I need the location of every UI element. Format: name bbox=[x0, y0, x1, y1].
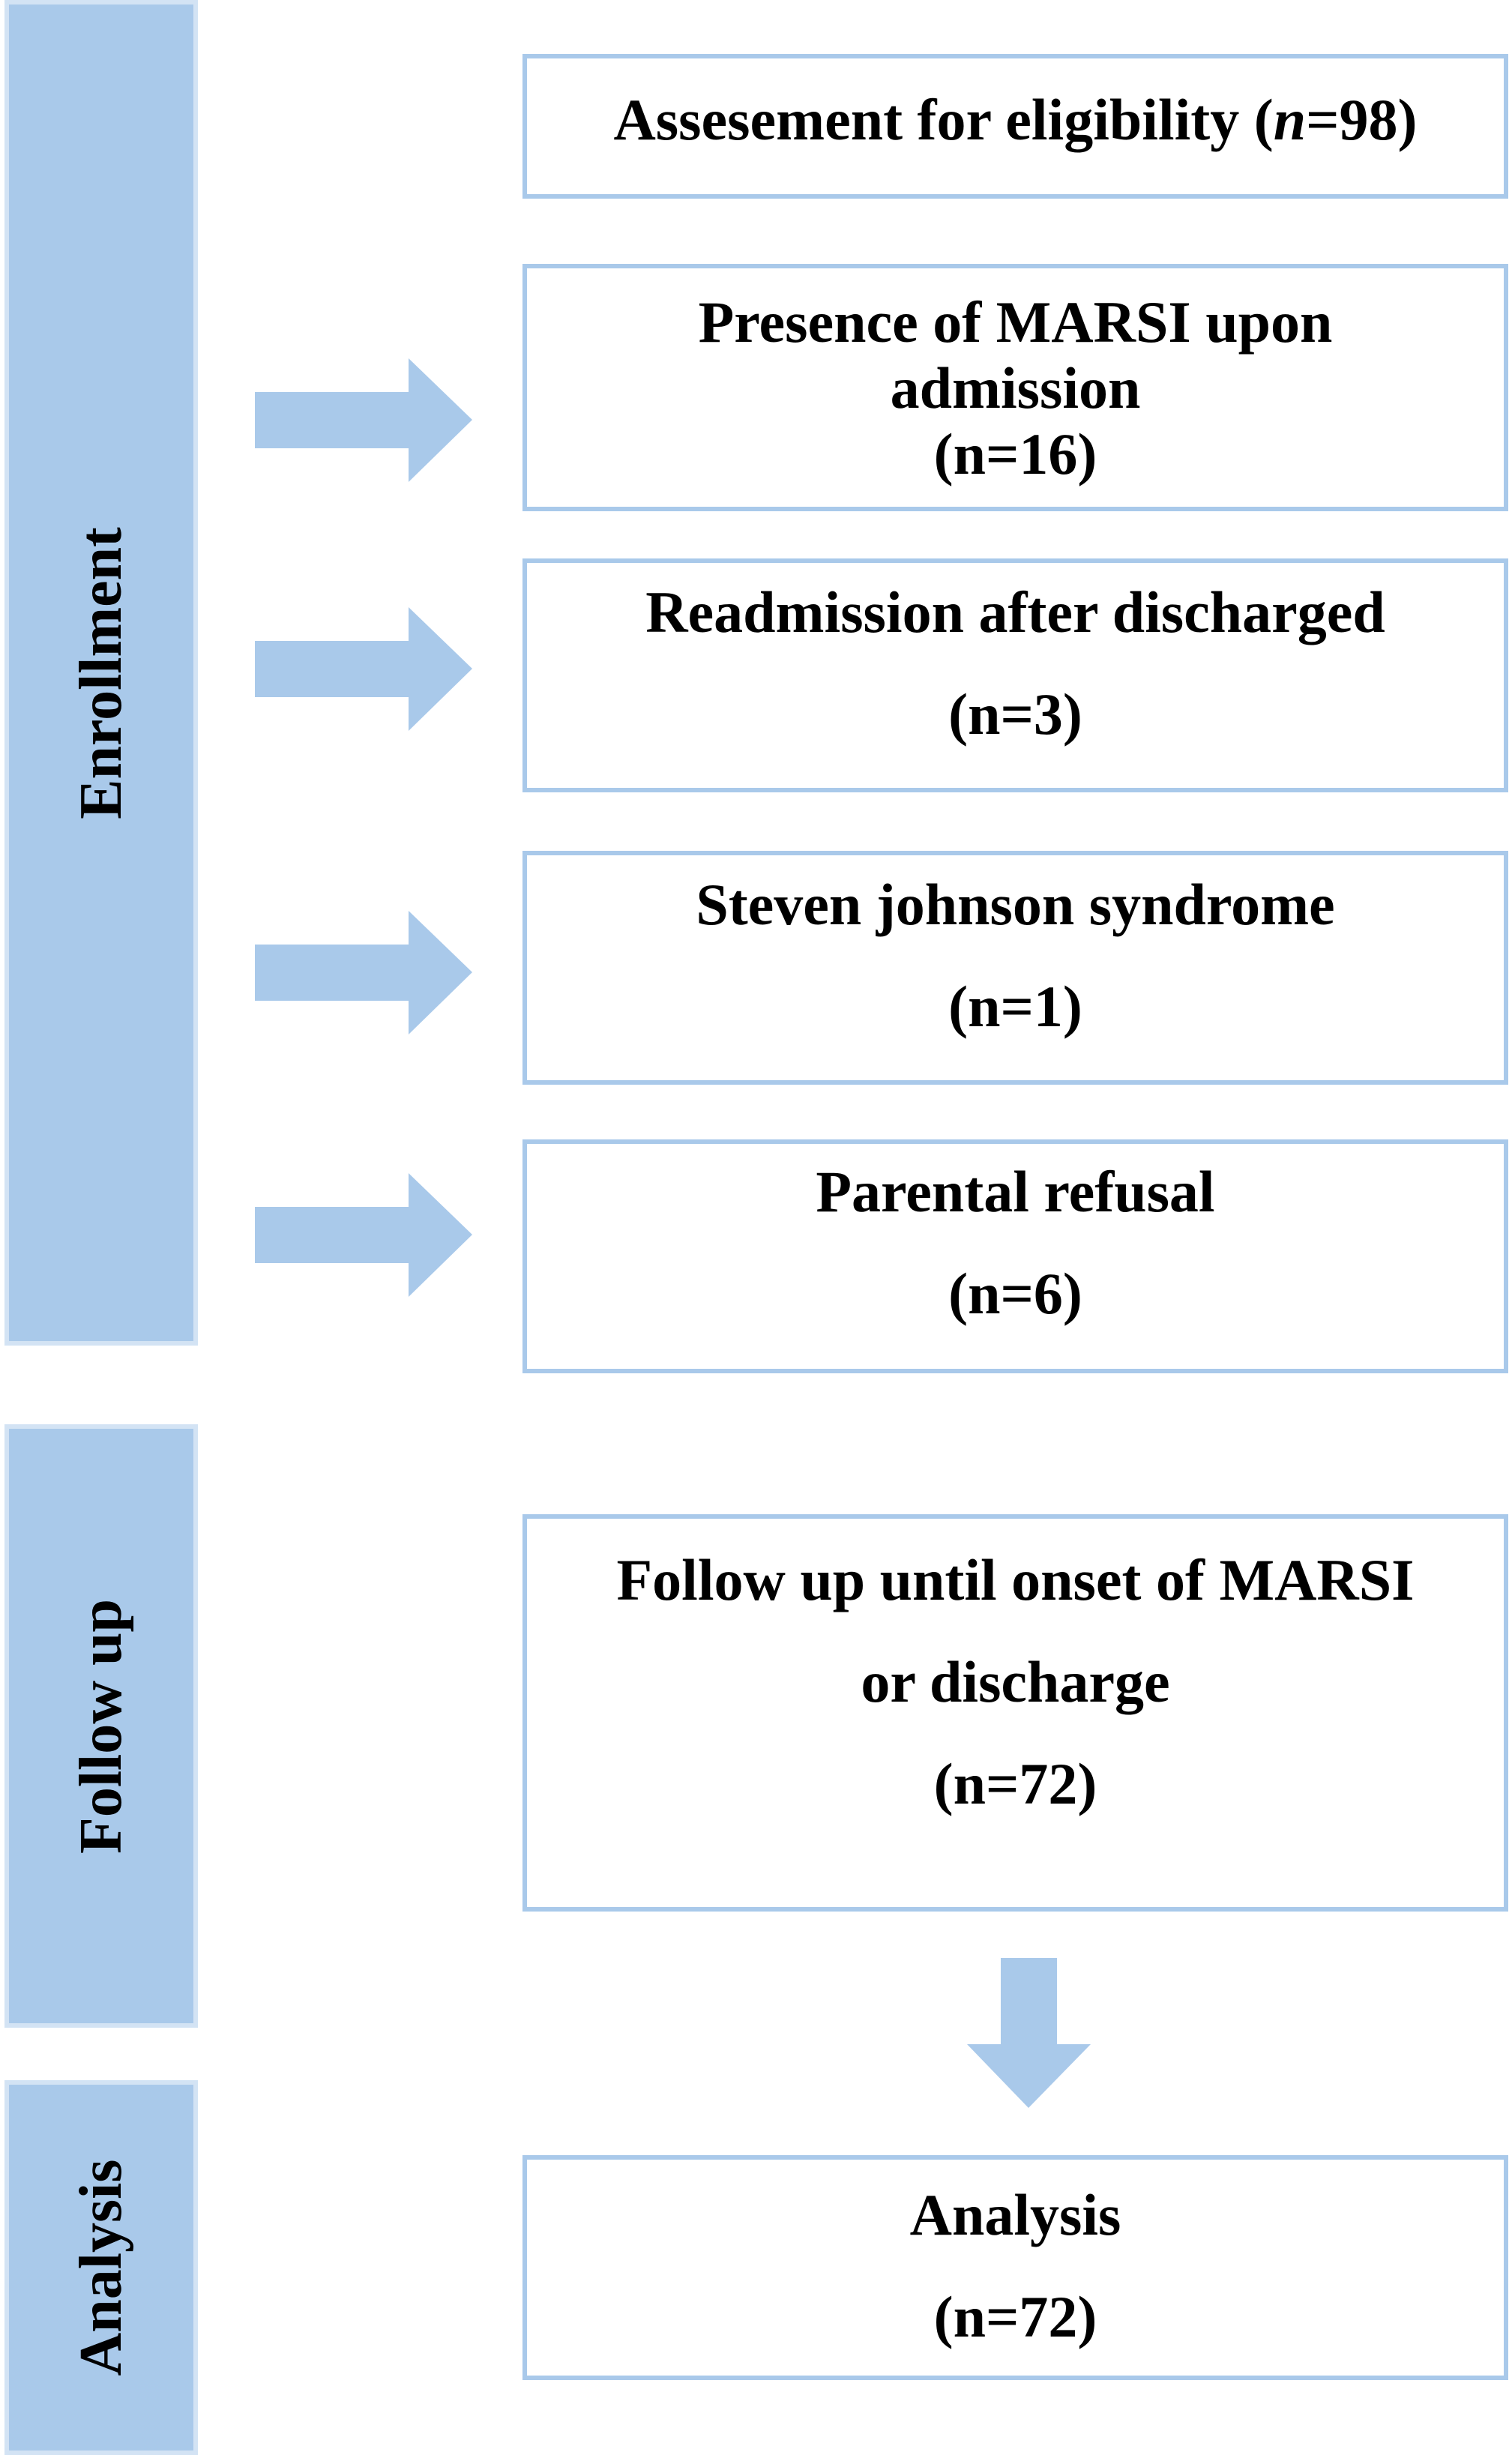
parental-refusal-box: Parental refusal (n=6) bbox=[522, 1139, 1508, 1373]
arrow-right-marsi bbox=[255, 358, 472, 482]
eligibility-box: Assesement for eligibility (n=98) bbox=[522, 54, 1508, 199]
parental-refusal-count: (n=6) bbox=[948, 1261, 1082, 1326]
readmission-line1: Readmission after discharged bbox=[645, 579, 1385, 645]
follow-up-count: (n=72) bbox=[933, 1751, 1097, 1816]
arrow-right-parental-refusal bbox=[255, 1173, 472, 1297]
follow-up-box: Follow up until onset of MARSI or discha… bbox=[522, 1514, 1508, 1912]
phase-analysis: Analysis bbox=[4, 2080, 198, 2455]
parental-refusal-line1: Parental refusal bbox=[816, 1159, 1215, 1224]
marsi-admission-line2: admission bbox=[890, 355, 1141, 421]
analysis-line1: Analysis bbox=[909, 2182, 1121, 2247]
marsi-admission-box: Presence of MARSI upon admission (n=16) bbox=[522, 264, 1508, 511]
phase-analysis-label: Analysis bbox=[68, 2159, 134, 2376]
phase-enrollment: Enrollment bbox=[4, 0, 198, 1346]
analysis-count: (n=72) bbox=[933, 2284, 1097, 2349]
follow-up-line1: Follow up until onset of MARSI bbox=[616, 1547, 1415, 1612]
phase-follow-up-label: Follow up bbox=[68, 1598, 134, 1854]
readmission-box: Readmission after discharged (n=3) bbox=[522, 558, 1508, 792]
arrow-right-readmission bbox=[255, 607, 472, 731]
arrow-right-steven-johnson bbox=[255, 911, 472, 1034]
arrow-down-analysis bbox=[967, 1958, 1091, 2108]
steven-johnson-line1: Steven johnson syndrome bbox=[696, 872, 1335, 937]
steven-johnson-box: Steven johnson syndrome (n=1) bbox=[522, 851, 1508, 1085]
marsi-admission-line1: Presence of MARSI upon bbox=[698, 289, 1333, 355]
analysis-box: Analysis (n=72) bbox=[522, 2155, 1508, 2380]
phase-enrollment-label: Enrollment bbox=[68, 526, 134, 819]
steven-johnson-count: (n=1) bbox=[948, 974, 1082, 1039]
follow-up-line2: or discharge bbox=[861, 1649, 1170, 1714]
marsi-admission-count: (n=16) bbox=[933, 421, 1097, 487]
phase-follow-up: Follow up bbox=[4, 1424, 198, 2028]
readmission-count: (n=3) bbox=[948, 681, 1082, 747]
eligibility-text: Assesement for eligibility (n=98) bbox=[613, 87, 1418, 152]
